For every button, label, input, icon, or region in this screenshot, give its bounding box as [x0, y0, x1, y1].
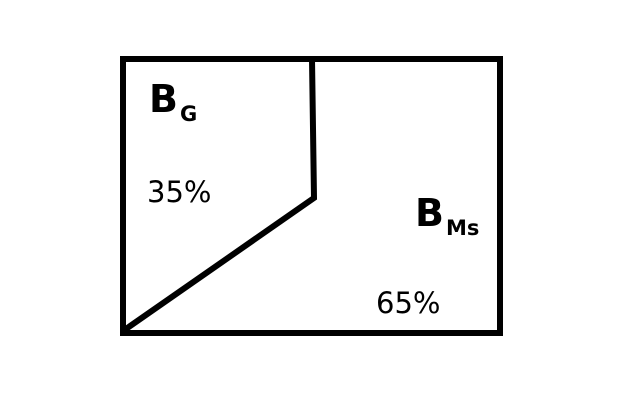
region-bg-label: BG: [149, 77, 197, 125]
region-boundary-line: [121, 58, 318, 334]
outer-frame: [120, 56, 503, 336]
region-bg-percent: 35%: [147, 175, 212, 209]
region-bms-subscript: Ms: [445, 216, 480, 240]
region-bms-label: BMs: [415, 191, 479, 239]
region-bg-subscript: G: [179, 102, 198, 126]
region-bms-percent: 65%: [376, 286, 441, 320]
region-bg-letter: B: [149, 77, 178, 121]
region-bms-letter: B: [415, 191, 444, 235]
